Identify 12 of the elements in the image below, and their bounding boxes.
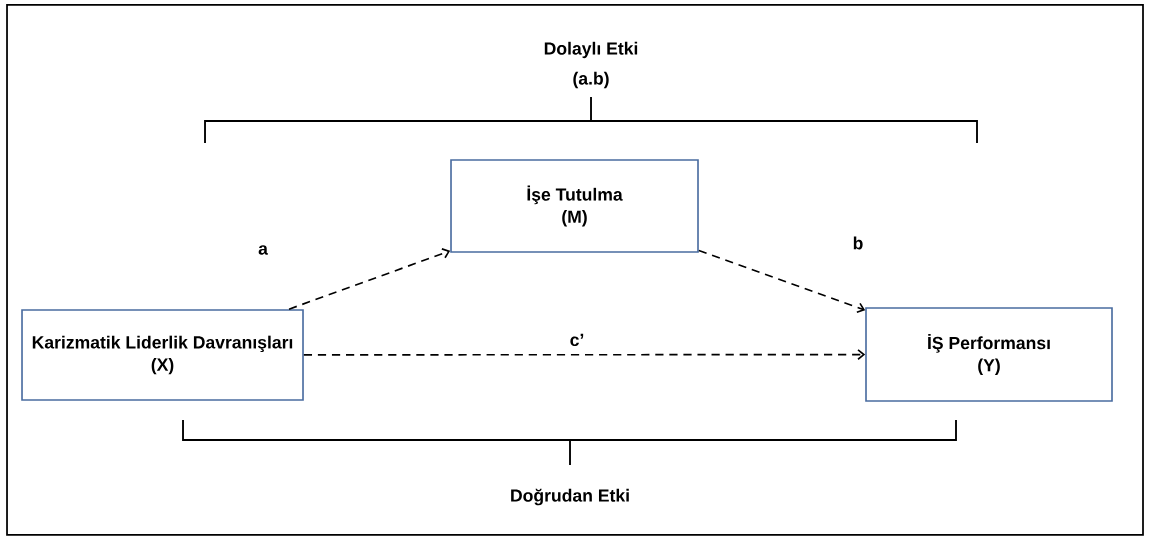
- edge-label: a: [255, 242, 271, 258]
- arrow: [303, 349, 866, 361]
- variable-box: İŞ Performansı (Y): [865, 307, 1113, 402]
- arrow: [698, 249, 866, 313]
- effect-label: (a.b): [573, 71, 609, 89]
- arrow: [288, 248, 451, 310]
- edge-label: c’: [567, 331, 587, 349]
- effect-label: Doğrudan Etki: [511, 488, 629, 506]
- effect-label: Dolaylı Etki: [544, 41, 638, 59]
- edge-label: b: [850, 234, 866, 252]
- variable-box: İşe Tutulma (M): [450, 159, 699, 253]
- variable-box: Karizmatik Liderlik Davranışları (X): [21, 309, 304, 401]
